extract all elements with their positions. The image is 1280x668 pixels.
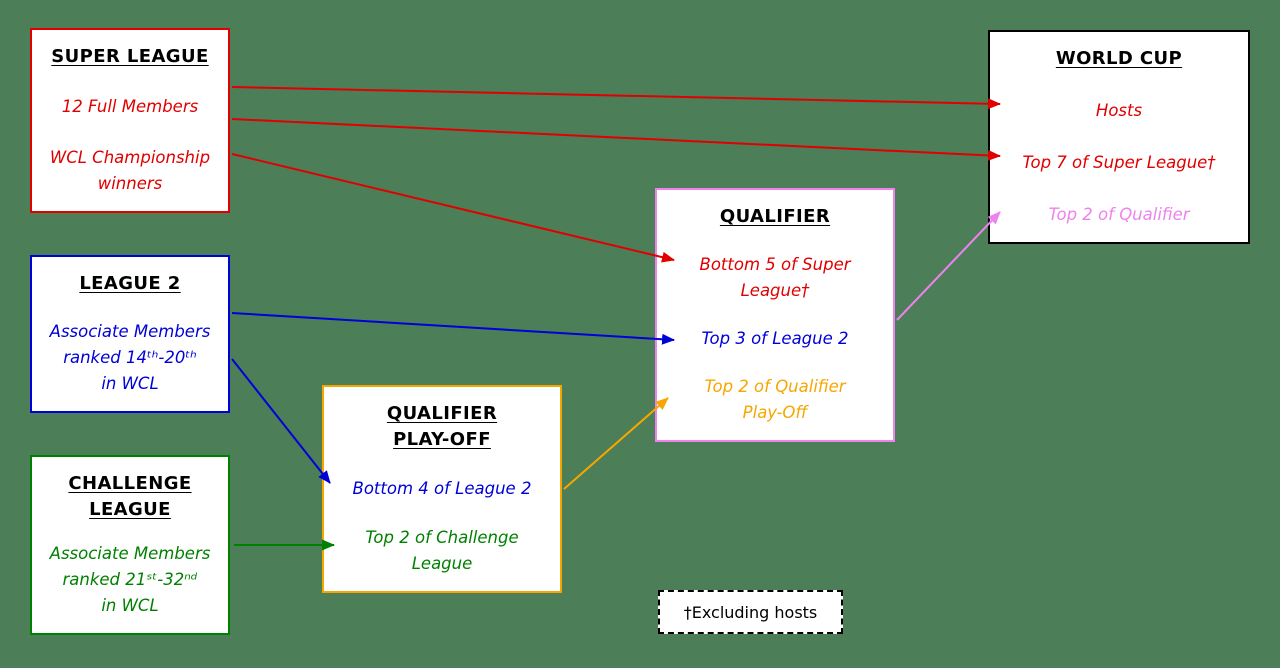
qualifier-playoff-title: QUALIFIER PLAY-OFF [386, 403, 498, 451]
world-cup-item-hosts: Hosts [1095, 101, 1143, 120]
arrow-super-league-to-world-cup-top7 [231, 118, 1001, 161]
arrow-league2-to-qualifier-playoff [231, 358, 331, 484]
footnote-text: †Excluding hosts [683, 602, 818, 622]
qualifier-title: QUALIFIER [719, 206, 831, 227]
qualifier-playoff-item-bottom4-league2: Bottom 4 of League 2 [352, 479, 532, 498]
super-league-title: SUPER LEAGUE [51, 46, 209, 67]
qualifier-playoff-item-top2-challenge: Top 2 of Challenge League [365, 527, 519, 573]
league-2-item-members: Associate Members ranked 14ᵗʰ-20ᵗʰ in WC… [49, 321, 211, 393]
league-2-box: LEAGUE 2 Associate Members ranked 14ᵗʰ-2… [30, 255, 230, 413]
arrow-qualifier-to-world-cup [896, 211, 1001, 321]
arrow-qualifier-playoff-to-qualifier [563, 397, 669, 490]
footnote-box: †Excluding hosts [658, 590, 843, 634]
super-league-box: SUPER LEAGUE 12 Full Members WCL Champio… [30, 28, 230, 213]
league-2-title: LEAGUE 2 [79, 273, 181, 294]
super-league-item-wcl-winners: WCL Championship winners [49, 147, 211, 193]
world-cup-item-top2-qualifier: Top 2 of Qualifier [1048, 204, 1190, 224]
arrow-super-league-to-world-cup-hosts [231, 86, 1001, 110]
qualifier-item-top3-league2: Top 3 of League 2 [701, 328, 849, 348]
world-cup-item-top7-super-league: Top 7 of Super League† [1022, 152, 1216, 172]
qualifier-item-bottom5-super-league: Bottom 5 of Super League† [699, 254, 851, 301]
super-league-item-full-members: 12 Full Members [61, 97, 199, 117]
challenge-league-title: CHALLENGE LEAGUE [68, 473, 192, 521]
qualifier-playoff-box: QUALIFIER PLAY-OFF Bottom 4 of League 2 … [322, 385, 562, 593]
world-cup-title: WORLD CUP [1055, 48, 1183, 69]
qualifier-item-top2-playoff: Top 2 of Qualifier Play-Off [704, 376, 846, 422]
world-cup-box: WORLD CUP Hosts Top 7 of Super League† T… [988, 30, 1250, 244]
arrow-super-league-to-qualifier [231, 153, 675, 263]
challenge-league-item-members: Associate Members ranked 21ˢᵗ-32ⁿᵈ in WC… [49, 543, 211, 615]
qualifier-box: QUALIFIER Bottom 5 of Super League† Top … [655, 188, 895, 442]
challenge-league-box: CHALLENGE LEAGUE Associate Members ranke… [30, 455, 230, 635]
arrow-league2-to-qualifier [231, 312, 675, 345]
